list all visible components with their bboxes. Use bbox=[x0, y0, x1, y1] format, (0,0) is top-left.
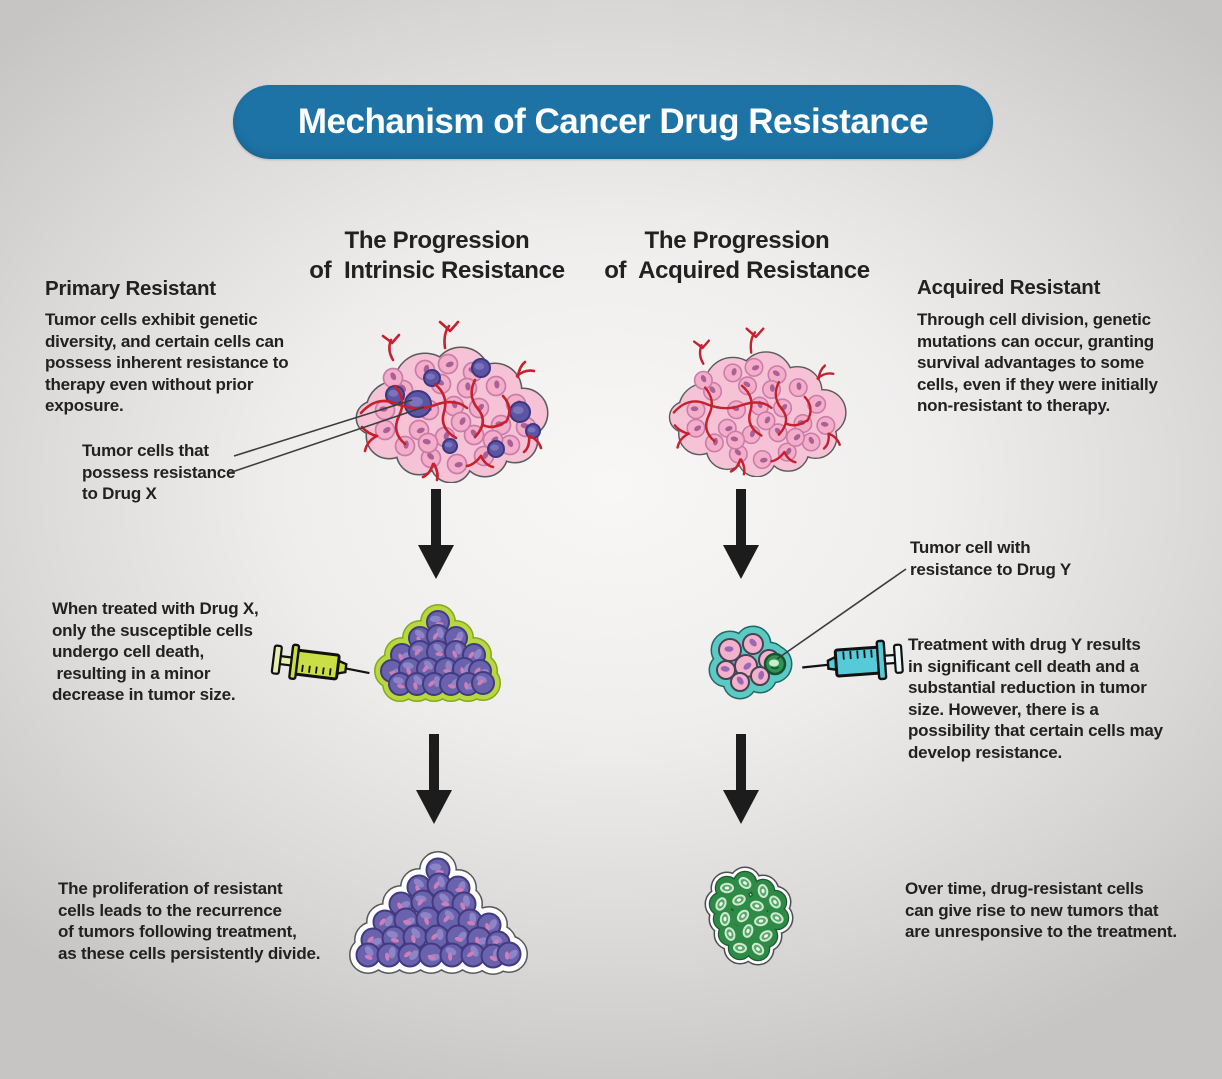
down-arrow-icon bbox=[418, 489, 454, 579]
primary-resistant-heading: Primary Resistant bbox=[45, 277, 216, 300]
down-arrow-icon bbox=[723, 489, 759, 579]
acquired-resistant-body: Through cell division, genetic mutations… bbox=[917, 310, 1158, 415]
intrinsic-outcome-text: The proliferation of resistant cells lea… bbox=[58, 879, 321, 963]
drug-y-resistant-cell bbox=[763, 652, 787, 676]
down-arrow-icon bbox=[723, 734, 759, 824]
tumor-acquired-initial-illustration bbox=[668, 327, 847, 477]
acquired-resistant-heading: Acquired Resistant bbox=[917, 276, 1101, 299]
down-arrow-icon bbox=[416, 734, 452, 824]
primary-resistant-body: Tumor cells exhibit genetic diversity, a… bbox=[45, 310, 289, 415]
tumor-after-drug-x-illustration bbox=[374, 604, 501, 702]
drug-y-callout: Tumor cell with resistance to Drug Y bbox=[910, 538, 1072, 579]
title-banner: Mechanism of Cancer Drug Resistance bbox=[233, 85, 993, 159]
tumor-after-drug-y-illustration bbox=[708, 625, 793, 700]
drug-x-callout: Tumor cells that possess resistance to D… bbox=[82, 441, 236, 503]
acquired-outcome-text: Over time, drug-resistant cells can give… bbox=[905, 879, 1177, 941]
drug-x-syringe-icon bbox=[270, 643, 370, 681]
intrinsic-column-header: The Progression of Intrinsic Resistance bbox=[309, 227, 565, 284]
tumor-recurrent-illustration bbox=[349, 851, 528, 975]
drug-x-treatment-text: When treated with Drug X, only the susce… bbox=[52, 599, 259, 704]
page-title: Mechanism of Cancer Drug Resistance bbox=[297, 102, 929, 141]
drug-y-syringe-icon bbox=[802, 639, 904, 681]
acquired-column-header: The Progression of Acquired Resistance bbox=[604, 227, 870, 284]
drug-y-treatment-text: Treatment with drug Y results in signifi… bbox=[908, 635, 1163, 762]
tumor-intrinsic-initial-illustration bbox=[355, 320, 549, 483]
tumor-drug-y-resistant-illustration bbox=[704, 866, 794, 966]
